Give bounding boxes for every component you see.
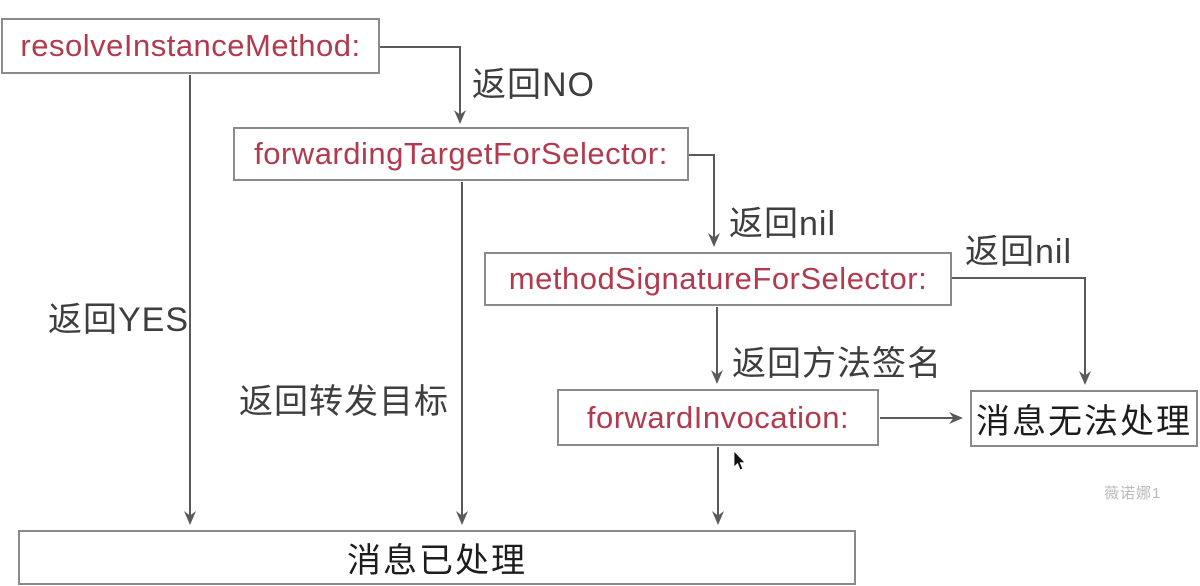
edge-label-return-no: 返回NO [472, 66, 595, 104]
node-message-handled: 消息已处理 [18, 530, 856, 585]
mouse-cursor-icon [733, 451, 746, 471]
node-method-signature-for-selector-label: methodSignatureForSelector: [508, 261, 928, 296]
edge-label-return-yes: 返回YES [48, 301, 190, 339]
edge-label-return-method-signature: 返回方法签名 [732, 345, 942, 383]
watermark-text: 薇诺娜1 [1104, 485, 1162, 502]
edge-label-return-nil-top: 返回nil [729, 205, 837, 243]
node-resolve-instance-method-label: resolveInstanceMethod: [20, 28, 361, 63]
node-method-signature-for-selector: methodSignatureForSelector: [484, 252, 952, 306]
node-forwarding-target-for-selector-label: forwardingTargetForSelector: [254, 136, 668, 171]
node-message-unhandled-label: 消息无法处理 [976, 403, 1192, 441]
edge-label-return-nil-right: 返回nil [965, 233, 1073, 271]
node-forward-invocation: forwardInvocation: [557, 389, 879, 446]
node-resolve-instance-method: resolveInstanceMethod: [1, 18, 380, 74]
node-forwarding-target-for-selector: forwardingTargetForSelector: [233, 127, 689, 181]
edge-label-return-forward-target: 返回转发目标 [239, 383, 449, 421]
node-message-unhandled: 消息无法处理 [970, 390, 1198, 447]
node-forward-invocation-label: forwardInvocation: [586, 399, 850, 435]
node-message-handled-label: 消息已处理 [347, 542, 527, 580]
